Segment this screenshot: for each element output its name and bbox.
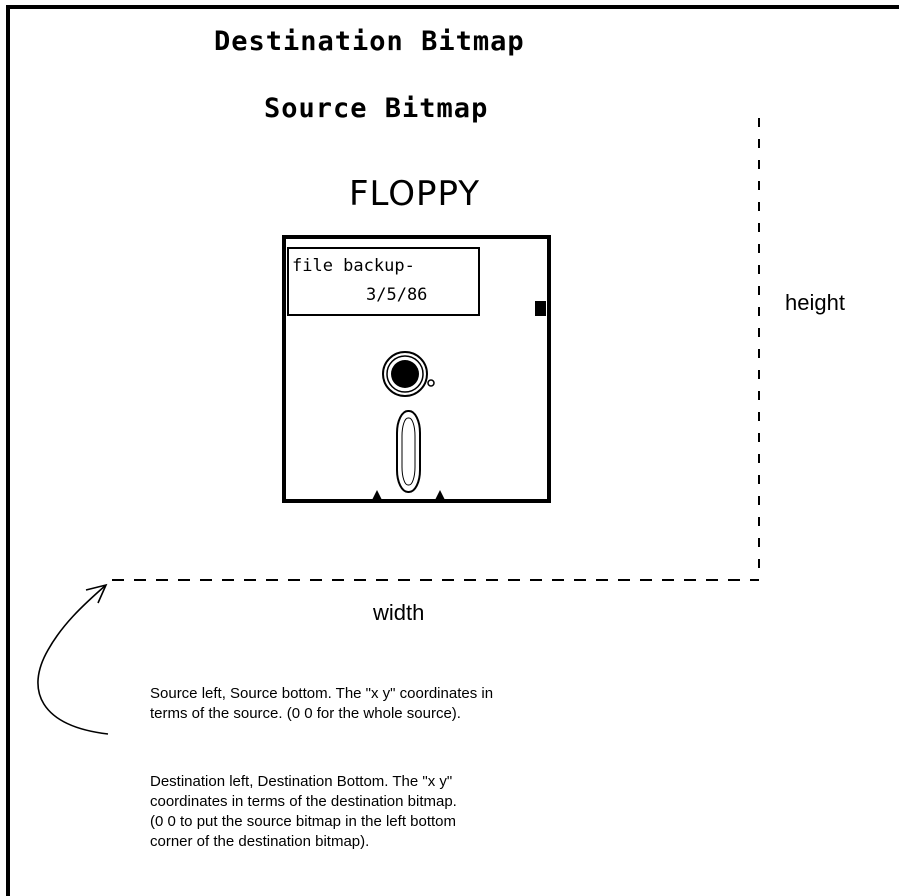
source-note-line-2: terms of the source. (0 0 for the whole … <box>150 705 461 722</box>
floppy-label-box <box>287 247 480 316</box>
floppy-disk-icon <box>282 235 551 503</box>
curved-arrow-icon <box>37 583 109 735</box>
floppy-label-line-1: file backup- <box>292 256 415 276</box>
floppy-hub <box>391 360 419 388</box>
source-bitmap-title: Source Bitmap <box>264 93 489 124</box>
destination-note-line-2: coordinates in terms of the destination … <box>150 793 457 810</box>
floppy-hub-ring <box>382 351 428 397</box>
floppy-foot-right <box>435 490 445 500</box>
floppy-index-hole <box>427 379 435 387</box>
floppy-read-slot-inner <box>401 417 416 486</box>
floppy-label-line-2: 3/5/86 <box>366 285 428 305</box>
destination-note-line-4: corner of the destination bitmap). <box>150 833 370 850</box>
height-label: height <box>785 290 845 315</box>
floppy-title: FLOPPY <box>349 174 481 214</box>
floppy-read-slot <box>396 410 421 493</box>
destination-note-line-1: Destination left, Destination Bottom. Th… <box>150 773 453 790</box>
source-coordinates-note: Source left, Source bottom. The "x y" co… <box>150 684 670 724</box>
floppy-hub-ring-inner <box>386 355 424 393</box>
source-note-line-1: Source left, Source bottom. The "x y" co… <box>150 685 494 702</box>
floppy-write-protect-notch <box>535 301 546 316</box>
floppy-foot-left <box>372 490 382 500</box>
destination-bitmap-title: Destination Bitmap <box>214 26 525 57</box>
floppy-body <box>282 235 551 503</box>
width-label: width <box>373 600 425 625</box>
destination-coordinates-note: Destination left, Destination Bottom. Th… <box>150 772 570 852</box>
destination-note-line-3: (0 0 to put the source bitmap in the lef… <box>150 813 457 830</box>
destination-bitmap-frame <box>6 5 899 896</box>
